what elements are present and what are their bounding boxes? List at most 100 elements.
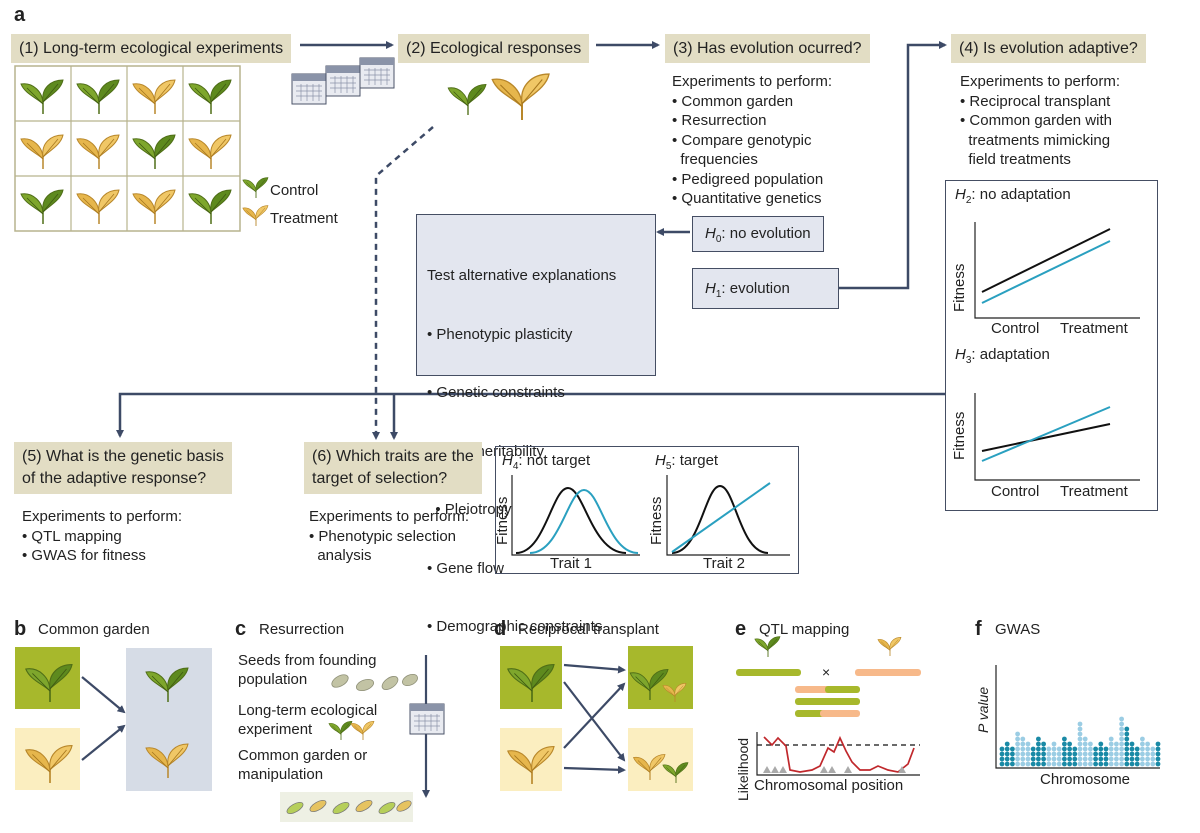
list-item: frequencies bbox=[672, 151, 758, 168]
gwas-point bbox=[1041, 751, 1046, 757]
list-item: • Quantitative genetics bbox=[672, 190, 822, 207]
list-item: • Phenotypic plasticity bbox=[427, 325, 573, 343]
gwas-point bbox=[1108, 741, 1114, 747]
gwas-point bbox=[1119, 741, 1124, 747]
gwas-point bbox=[1124, 736, 1130, 742]
exp4-heading: Experiments to perform: bbox=[960, 73, 1121, 90]
gwas-point bbox=[1124, 751, 1130, 757]
h2-title: H2: no adaptation bbox=[955, 186, 1071, 206]
gwas-point bbox=[1015, 731, 1020, 737]
gwas-point bbox=[1010, 746, 1015, 752]
gwas-point bbox=[1140, 761, 1145, 767]
gwas-point bbox=[1129, 746, 1135, 752]
h4-title: H4: not target bbox=[502, 452, 591, 472]
gwas-point bbox=[1124, 726, 1130, 732]
gwas-point bbox=[1020, 756, 1026, 762]
gwas-point bbox=[1077, 746, 1083, 752]
gwas-point bbox=[1015, 756, 1020, 762]
h4-chart bbox=[511, 475, 640, 556]
list-item: treatments mimicking bbox=[960, 131, 1111, 149]
gwas-point bbox=[1004, 741, 1010, 747]
gwas-point bbox=[1072, 751, 1078, 757]
list-item: • Demographic constraints bbox=[427, 618, 603, 635]
h3-x-control: Control bbox=[991, 483, 1040, 500]
list-item: • QTL mapping bbox=[22, 527, 122, 545]
gwas-point bbox=[1114, 746, 1119, 752]
gwas-point bbox=[1010, 751, 1015, 757]
gwas-point bbox=[1051, 741, 1057, 747]
gwas-point bbox=[1098, 761, 1104, 767]
exp3-list: Experiments to perform: • Common garden … bbox=[672, 72, 832, 209]
exp4-list: Experiments to perform: • Reciprocal tra… bbox=[960, 72, 1120, 170]
list-item: field treatments bbox=[960, 151, 1071, 168]
gwas-point bbox=[1103, 746, 1109, 752]
gwas-point bbox=[999, 761, 1005, 767]
alt-explanations-box: Test alternative explanations • Phenotyp… bbox=[416, 214, 656, 635]
gwas-point bbox=[1140, 736, 1145, 742]
gwas-point bbox=[1119, 731, 1124, 737]
gwas-point bbox=[1145, 756, 1150, 762]
gwas-point bbox=[1030, 746, 1036, 752]
trait-hypotheses-box bbox=[495, 446, 799, 574]
panel-b-title: Common garden bbox=[38, 621, 150, 638]
gwas-point bbox=[1072, 746, 1078, 752]
gwas-point bbox=[1036, 736, 1041, 742]
h0-label: : no evolution bbox=[721, 225, 811, 242]
gwas-point bbox=[1025, 756, 1031, 762]
gwas-point bbox=[1025, 746, 1031, 752]
h4-x-label: Trait 1 bbox=[550, 555, 592, 572]
panel-letter-c: c bbox=[235, 618, 247, 640]
h3-title: H3: adaptation bbox=[955, 346, 1050, 366]
gwas-point bbox=[999, 746, 1005, 752]
gwas-point bbox=[1140, 746, 1145, 752]
panel-e-title: QTL mapping bbox=[759, 621, 850, 638]
h5-chart bbox=[666, 475, 790, 556]
gwas-point bbox=[1056, 746, 1062, 752]
experiment-grid bbox=[14, 65, 241, 232]
gwas-point bbox=[1077, 756, 1083, 762]
legend-treatment-label: Treatment bbox=[270, 210, 338, 227]
exp3-heading: Experiments to perform: bbox=[672, 73, 833, 90]
gwas-point bbox=[1108, 751, 1114, 757]
gwas-point bbox=[1103, 756, 1109, 762]
gwas-point bbox=[1072, 756, 1078, 762]
gwas-point bbox=[1025, 751, 1031, 757]
gwas-point bbox=[1155, 761, 1161, 767]
h3-x-treatment: Treatment bbox=[1060, 483, 1128, 500]
gwas-point bbox=[1114, 756, 1119, 762]
panel-c-graphic bbox=[280, 655, 445, 822]
gwas-point bbox=[1155, 751, 1161, 757]
gwas-point bbox=[1119, 756, 1124, 762]
gwas-point bbox=[999, 756, 1005, 762]
h5-y-axis-label: Fitness bbox=[648, 496, 665, 545]
gwas-point bbox=[1119, 746, 1124, 752]
panel-c-cg-text: Common garden or manipulation bbox=[238, 747, 368, 783]
step-2-label: (2) Ecological responses bbox=[398, 34, 590, 63]
h4-y-axis-label: Fitness bbox=[494, 496, 511, 545]
gwas-point bbox=[1025, 761, 1031, 767]
gwas-point bbox=[1046, 751, 1052, 757]
gwas-point bbox=[1030, 756, 1036, 762]
gwas-point bbox=[1015, 741, 1020, 747]
gwas-point bbox=[1124, 741, 1130, 747]
h4-black-curve bbox=[515, 486, 627, 554]
likelihood-curve bbox=[763, 735, 915, 773]
gwas-point bbox=[1030, 751, 1036, 757]
legend-control-icon bbox=[242, 177, 269, 199]
gwas-point bbox=[1004, 746, 1010, 752]
panel-f-y-label: P value bbox=[975, 686, 991, 733]
h2-x-treatment: Treatment bbox=[1060, 320, 1128, 337]
gwas-point bbox=[1098, 741, 1104, 747]
gwas-point bbox=[1067, 746, 1072, 752]
gwas-point bbox=[1041, 756, 1046, 762]
gwas-point bbox=[1051, 761, 1057, 767]
gwas-point bbox=[1119, 721, 1124, 727]
gwas-point bbox=[1145, 741, 1150, 747]
gwas-point bbox=[1067, 756, 1072, 762]
gwas-point bbox=[1129, 741, 1135, 747]
step-6-label: (6) Which traits are the target of selec… bbox=[304, 442, 482, 494]
gwas-point bbox=[1098, 751, 1104, 757]
gwas-point bbox=[1067, 751, 1072, 757]
gwas-point bbox=[1150, 756, 1156, 762]
gwas-point bbox=[1134, 746, 1140, 752]
